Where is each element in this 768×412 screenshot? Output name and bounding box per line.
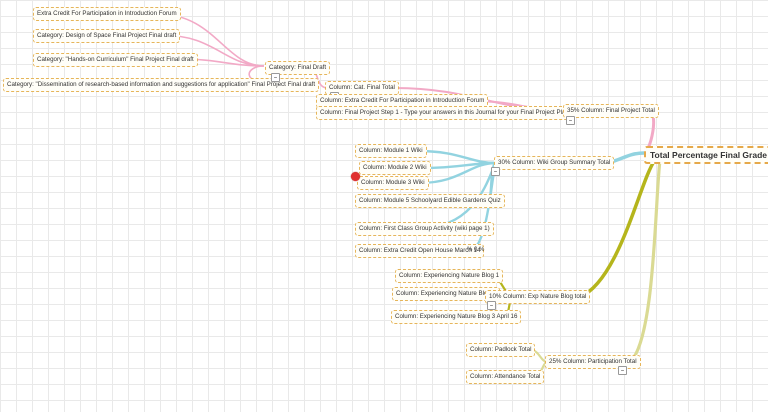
- mindmap-node[interactable]: Column: Module 2 Wiki: [359, 161, 431, 175]
- node-label: Column: Module 5 Schoolyard Edible Garde…: [359, 197, 501, 204]
- mindmap-node[interactable]: Column: Module 3 Wiki: [357, 176, 429, 190]
- collapse-icon[interactable]: –: [271, 73, 280, 82]
- mindmap-node[interactable]: Extra Credit For Participation in Introd…: [33, 7, 181, 21]
- red-marker-icon[interactable]: [351, 172, 360, 181]
- mindmap-node[interactable]: Column: Experiencing Nature Blog 2: [392, 287, 501, 301]
- node-label: 25% Column: Participation Total: [549, 358, 637, 365]
- node-label: Category: Final Draft: [269, 64, 327, 71]
- node-label: Category: Design of Space Final Project …: [37, 32, 177, 39]
- mindmap-node[interactable]: Column: Final Project Step 1 - Type your…: [316, 106, 575, 120]
- node-label: 35% Column: Final Project Total: [567, 107, 655, 114]
- connector: [579, 158, 657, 299]
- mindmap-node[interactable]: Column: Module 1 Wiki: [355, 144, 427, 158]
- mindmap-node[interactable]: Column: Padlock Total: [466, 343, 536, 357]
- node-label: Column: Experiencing Nature Blog 1: [399, 272, 500, 279]
- mindmap-node[interactable]: Category: "Hands-on Curriculum" Final Pr…: [33, 53, 198, 67]
- node-label: Column: Module 2 Wiki: [363, 164, 427, 171]
- node-label: Column: Extra Credit For Participation i…: [320, 97, 485, 104]
- collapse-icon[interactable]: –: [618, 366, 627, 375]
- mindmap-node-participation-total[interactable]: 25% Column: Participation Total: [545, 355, 641, 369]
- mindmap-node[interactable]: Column: Extra Credit Open House March 14: [355, 244, 485, 258]
- percent-badge: % 0 %: [467, 247, 485, 253]
- mindmap-node-wiki-total[interactable]: 30% Column: Wiki Group Summary Total: [494, 156, 615, 170]
- node-label: Column: First Class Group Activity (wiki…: [359, 225, 490, 232]
- mindmap-node-category-final-draft[interactable]: Category: Final Draft: [265, 61, 331, 75]
- mindmap-node[interactable]: Column: Experiencing Nature Blog 3 April…: [391, 310, 522, 324]
- root-node[interactable]: Total Percentage Final Grade: [644, 146, 768, 164]
- mindmap-node-final-project-total[interactable]: 35% Column: Final Project Total: [563, 104, 659, 118]
- connector: [419, 161, 497, 185]
- mindmap-node-nature-blog-total[interactable]: 10% Column: Exp Nature Blog total: [485, 290, 591, 304]
- node-label: Column: Module 3 Wiki: [361, 179, 425, 186]
- mindmap-node[interactable]: Column: Module 5 Schoolyard Edible Garde…: [355, 194, 505, 208]
- mindmap-node[interactable]: Column: Experiencing Nature Blog 1: [395, 269, 504, 283]
- node-label: 10% Column: Exp Nature Blog total: [489, 293, 587, 300]
- node-label: Category: "Hands-on Curriculum" Final Pr…: [37, 56, 194, 63]
- collapse-icon[interactable]: –: [491, 167, 500, 176]
- node-label: Column: Final Project Step 1 - Type your…: [320, 109, 571, 116]
- node-label: Category: "Dissemination of research-bas…: [7, 81, 316, 88]
- mindmap-node[interactable]: Category: "Dissemination of research-bas…: [3, 78, 320, 92]
- node-label: Extra Credit For Participation in Introd…: [37, 10, 177, 17]
- connector: [628, 159, 662, 364]
- node-label: Column: Experiencing Nature Blog 3 April…: [395, 313, 518, 320]
- mindmap-node[interactable]: Category: Design of Space Final Project …: [33, 29, 181, 43]
- node-label: Column: Attendance Total: [470, 373, 541, 380]
- mindmap-node[interactable]: Column: First Class Group Activity (wiki…: [355, 222, 494, 236]
- node-label: Column: Experiencing Nature Blog 2: [396, 290, 497, 297]
- collapse-icon[interactable]: –: [487, 301, 496, 310]
- node-label: Column: Cat. Final Total: [329, 84, 395, 91]
- node-label: 30% Column: Wiki Group Summary Total: [498, 159, 611, 166]
- root-label: Total Percentage Final Grade: [650, 150, 767, 160]
- mindmap-node[interactable]: Column: Attendance Total: [466, 370, 545, 384]
- collapse-icon[interactable]: –: [566, 116, 575, 125]
- node-label: Column: Extra Credit Open House March 14: [359, 247, 481, 254]
- node-label: Column: Padlock Total: [470, 346, 532, 353]
- node-label: Column: Module 1 Wiki: [359, 147, 423, 154]
